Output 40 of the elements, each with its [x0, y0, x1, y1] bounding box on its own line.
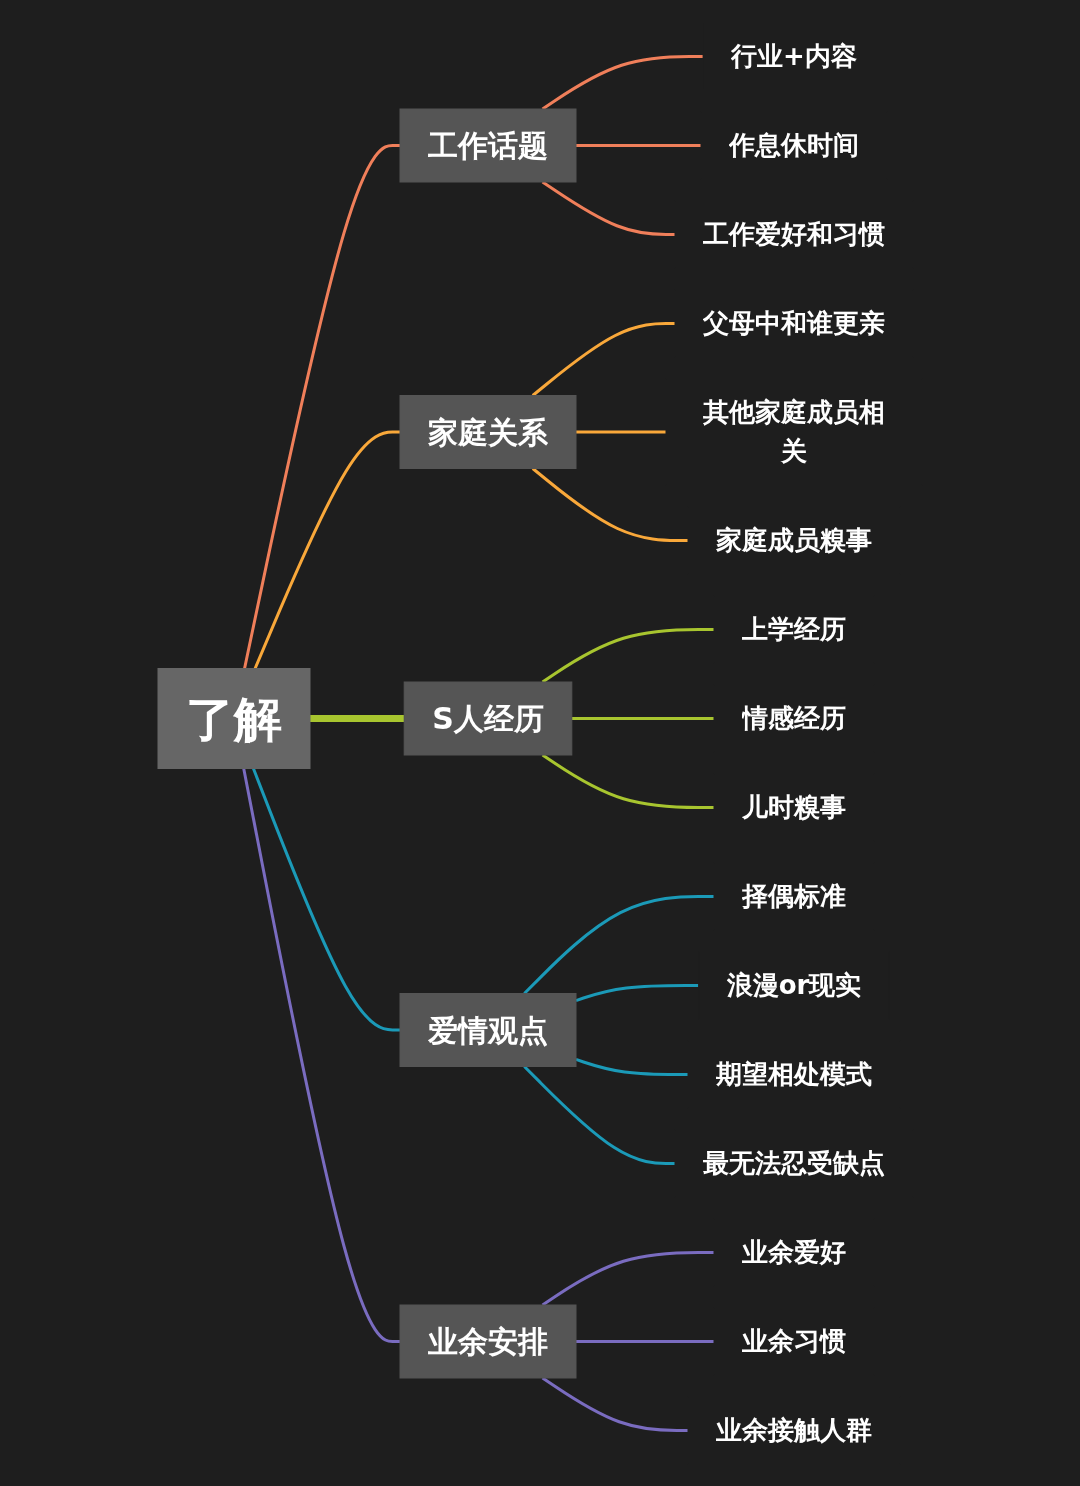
- node-text: 行业+内容: [731, 40, 857, 71]
- connector: [541, 180, 675, 236]
- node-box: 了解: [157, 667, 311, 769]
- node-text: 浪漫or现实: [726, 969, 862, 1000]
- connector: [541, 54, 704, 110]
- connector: [531, 321, 675, 397]
- connector: [576, 143, 701, 147]
- connector: [541, 753, 714, 809]
- connector: [571, 716, 714, 720]
- connector: [243, 143, 400, 669]
- connector: [252, 767, 400, 1031]
- connector: [575, 983, 699, 1002]
- node-box: 业余安排: [399, 1304, 577, 1378]
- node-text: 家庭成员糗事: [716, 524, 872, 555]
- node-text: 上学经历: [742, 613, 846, 644]
- connector: [541, 1376, 688, 1432]
- node-text: 父母中和谁更亲: [703, 307, 885, 338]
- connector: [310, 714, 405, 722]
- node-box: 爱情观点: [399, 992, 577, 1067]
- connector: [576, 1339, 714, 1343]
- connector: [253, 430, 400, 669]
- node-text: 最无法忍受缺点: [703, 1147, 885, 1178]
- connector: [242, 767, 400, 1343]
- node-text: 作息休时间: [729, 129, 859, 160]
- connector: [523, 894, 714, 995]
- node-box: 家庭关系: [399, 394, 577, 469]
- node-box: 工作话题: [399, 108, 577, 182]
- node-text: 工作爱好和习惯: [703, 218, 885, 249]
- node-text: 业余习惯: [742, 1325, 846, 1356]
- connector: [541, 627, 714, 683]
- node-text: 业余爱好: [742, 1236, 846, 1267]
- node-text: 业余接触人群: [716, 1414, 872, 1445]
- node-text: 其他家庭成员相关: [703, 396, 885, 466]
- connector: [576, 430, 666, 433]
- connector: [575, 1057, 688, 1076]
- node-text: 择偶标准: [742, 880, 846, 911]
- node-text: 期望相处模式: [716, 1058, 872, 1089]
- node-text: 儿时糗事: [742, 791, 846, 822]
- node-box: S人经历: [403, 681, 573, 755]
- connector: [541, 1250, 714, 1306]
